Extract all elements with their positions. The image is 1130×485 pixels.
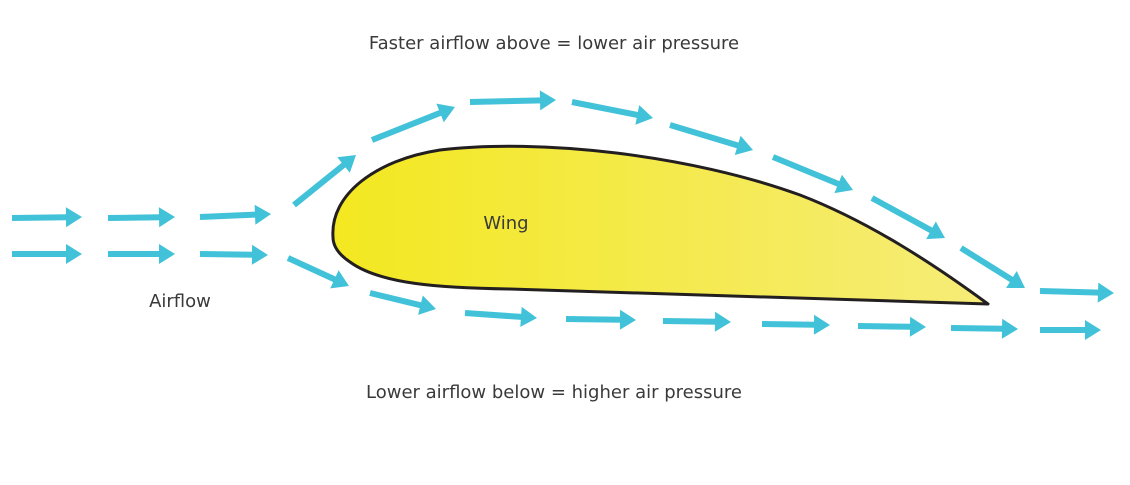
bottom-pressure-label: Lower airflow below = higher air pressur… bbox=[366, 382, 742, 403]
airflow-arrow-shaft bbox=[950, 325, 1005, 332]
airflow-arrow-shaft bbox=[286, 255, 338, 283]
airflow-arrow-shaft bbox=[469, 97, 543, 105]
airflow-arrow-shaft bbox=[870, 195, 935, 234]
airflow-arrow-head bbox=[418, 295, 436, 315]
airflow-arrow-head bbox=[1001, 318, 1018, 339]
airflow-arrow-head bbox=[330, 270, 349, 289]
airflow-label: Airflow bbox=[149, 291, 211, 312]
airflow-arrow-head bbox=[158, 207, 175, 228]
airflow-arrow-head bbox=[909, 316, 926, 337]
airflow-arrow-head bbox=[337, 155, 356, 173]
wing-label: Wing bbox=[483, 213, 528, 234]
airflow-arrow-shaft bbox=[669, 122, 741, 149]
airflow-arrow-head bbox=[66, 244, 82, 264]
airflow-arrow-head bbox=[734, 135, 753, 155]
airflow-arrow-head bbox=[159, 244, 175, 264]
airflow-arrow-head bbox=[254, 204, 271, 225]
airflow-arrow-shaft bbox=[464, 310, 524, 321]
airflow-arrows bbox=[11, 90, 1114, 340]
airflow-arrow-shaft bbox=[199, 251, 255, 258]
airflow-arrow-head bbox=[619, 309, 636, 330]
airflow-arrow-head bbox=[714, 311, 731, 332]
airflow-arrow-shaft bbox=[199, 211, 258, 220]
airflow-arrow-shaft bbox=[761, 321, 817, 328]
airflow-arrow-head bbox=[539, 90, 556, 111]
airflow-arrow-shaft bbox=[1039, 288, 1101, 296]
top-pressure-label: Faster airflow above = lower air pressur… bbox=[369, 33, 739, 54]
airflow-arrow-shaft bbox=[292, 161, 347, 208]
airflow-arrow-head bbox=[520, 306, 537, 327]
wing-airfoil bbox=[331, 144, 990, 306]
airflow-arrow-head bbox=[1006, 271, 1025, 288]
airflow-arrow-shaft bbox=[571, 99, 640, 119]
airflow-arrow-head bbox=[251, 244, 268, 265]
airflow-arrow-shaft bbox=[107, 214, 162, 221]
airflow-arrow-shaft bbox=[370, 109, 444, 143]
airflow-arrow-head bbox=[834, 174, 853, 194]
airflow-arrow-shaft bbox=[959, 245, 1015, 284]
airflow-arrow-head bbox=[1097, 282, 1114, 303]
airflow-arrow-head bbox=[926, 221, 945, 240]
airflow-arrow-shaft bbox=[662, 318, 718, 325]
airflow-arrow-head bbox=[635, 105, 653, 125]
airflow-arrow-head bbox=[65, 207, 82, 228]
airflow-arrow-shaft bbox=[771, 154, 842, 188]
airflow-arrow-head bbox=[1085, 320, 1101, 340]
airflow-arrow-head bbox=[813, 314, 830, 335]
airflow-arrow-shaft bbox=[369, 290, 424, 309]
airflow-arrow-shaft bbox=[857, 323, 913, 330]
airflow-arrow-shaft bbox=[565, 316, 623, 323]
airflow-arrow-shaft bbox=[11, 214, 69, 221]
airflow-arrow-head bbox=[436, 103, 455, 123]
